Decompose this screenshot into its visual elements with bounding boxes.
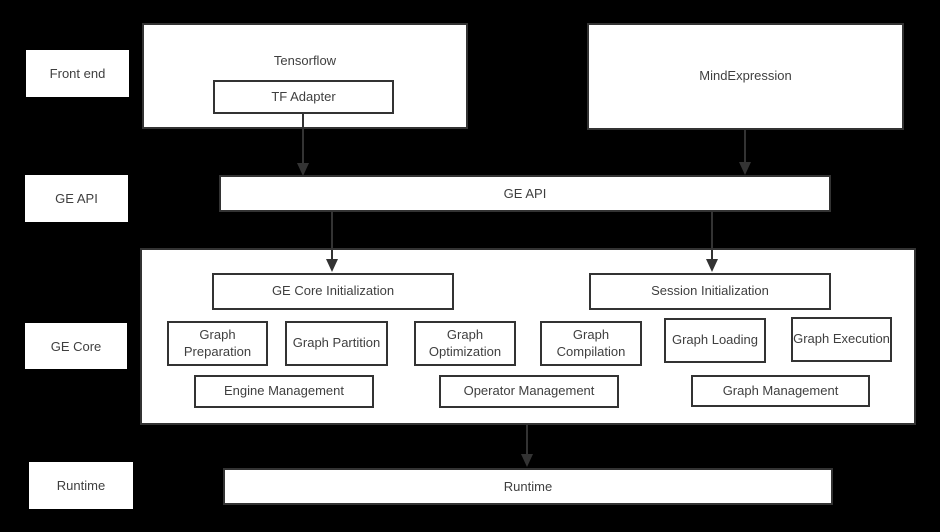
graph-management-box: Graph Management xyxy=(691,375,870,407)
graph-execution-label: Graph Execution xyxy=(793,331,890,347)
ge-core-initialization-label: GE Core Initialization xyxy=(271,283,395,299)
arrow-head-icon xyxy=(739,162,751,175)
arrow-head-icon xyxy=(326,259,338,272)
operator-management-box: Operator Management xyxy=(439,375,619,408)
engine-management-box: Engine Management xyxy=(194,375,374,408)
row-label-ge-api-text: GE API xyxy=(55,191,98,206)
arrow-head-icon xyxy=(297,163,309,176)
graph-partition-box: Graph Partition xyxy=(285,321,388,366)
arrow-ge-api-to-ge-core-initialization xyxy=(326,212,338,272)
arrow-shaft xyxy=(331,212,333,259)
ge-core-initialization-box: GE Core Initialization xyxy=(212,273,454,310)
tensorflow-box: Tensorflow TF Adapter xyxy=(142,23,468,129)
runtime-bar: Runtime xyxy=(223,468,833,505)
ge-core-container: GE Core Initialization Session Initializ… xyxy=(140,248,916,425)
row-label-front-end: Front end xyxy=(26,50,129,97)
arrow-ge-core-to-runtime xyxy=(521,425,533,467)
arrow-head-icon xyxy=(706,259,718,272)
graph-management-label: Graph Management xyxy=(722,382,839,398)
graph-optimization-box: Graph Optimization xyxy=(414,321,516,366)
row-label-runtime: Runtime xyxy=(29,462,133,509)
graph-partition-label: Graph Partition xyxy=(292,335,381,351)
mindexpression-box: MindExpression xyxy=(587,23,904,130)
arrow-ge-api-to-session-initialization xyxy=(706,212,718,272)
arrow-tf-adapter-to-ge-api xyxy=(297,114,309,176)
graph-loading-box: Graph Loading xyxy=(664,318,766,363)
engine-management-label: Engine Management xyxy=(224,383,344,399)
graph-preparation-box: Graph Preparation xyxy=(167,321,268,366)
row-label-runtime-text: Runtime xyxy=(56,478,106,493)
graph-preparation-label: Graph Preparation xyxy=(183,326,252,359)
arrow-shaft xyxy=(711,212,713,259)
graph-compilation-label: Graph Compilation xyxy=(556,326,626,359)
session-initialization-box: Session Initialization xyxy=(589,273,831,310)
arrow-head-icon xyxy=(521,454,533,467)
tf-adapter-label: TF Adapter xyxy=(271,88,336,104)
arrow-shaft xyxy=(526,425,528,454)
graph-execution-box: Graph Execution xyxy=(791,317,892,362)
row-label-ge-api: GE API xyxy=(25,175,128,222)
mindexpression-label: MindExpression xyxy=(699,68,792,84)
row-label-ge-core-text: GE Core xyxy=(50,338,102,354)
operator-management-label: Operator Management xyxy=(463,383,595,399)
tensorflow-label: Tensorflow xyxy=(273,53,337,68)
runtime-bar-label: Runtime xyxy=(503,479,553,494)
graph-loading-label: Graph Loading xyxy=(671,332,758,348)
arrow-mindexpression-to-ge-api xyxy=(739,130,751,175)
graph-compilation-box: Graph Compilation xyxy=(540,321,642,366)
graph-optimization-label: Graph Optimization xyxy=(428,326,502,359)
arrow-shaft xyxy=(302,114,304,163)
arrow-shaft xyxy=(744,130,746,162)
row-label-front-end-text: Front end xyxy=(49,66,106,81)
ge-api-bar: GE API xyxy=(219,175,831,212)
session-initialization-label: Session Initialization xyxy=(651,283,769,299)
tf-adapter-box: TF Adapter xyxy=(213,80,394,114)
row-label-ge-core: GE Core xyxy=(25,323,127,369)
ge-api-bar-label: GE API xyxy=(503,186,547,201)
